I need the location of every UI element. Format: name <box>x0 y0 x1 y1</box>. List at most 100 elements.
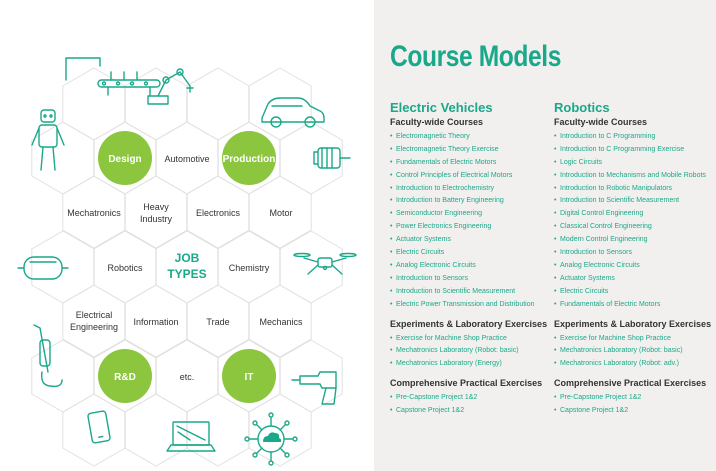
vacuum-cleaner-icon <box>33 324 63 388</box>
hex-cell <box>279 121 343 195</box>
course-item: Electric Circuits <box>554 287 714 296</box>
hex-cell <box>31 121 95 195</box>
course-item: Introduction to Sensors <box>554 248 714 257</box>
course-item: Actuator Systems <box>554 274 714 283</box>
ev-practical-heading: Comprehensive Practical Exercises <box>390 378 543 389</box>
it-circle <box>222 349 276 403</box>
course-item: Mechatronics Laboratory (Robot: basic) <box>390 346 550 355</box>
mechatronics-label: Mechatronics <box>67 208 121 218</box>
course-item: Electric Power Transmission and Distribu… <box>390 300 550 309</box>
course-item: Logic Circuits <box>554 158 714 167</box>
course-item: Capstone Project 1&2 <box>554 406 714 415</box>
laptop-icon <box>166 421 216 452</box>
course-item: Power Electronics Engineering <box>390 222 550 231</box>
heavy-industry-line2: Industry <box>140 214 173 224</box>
course-item: Control Principles of Electrical Motors <box>390 171 550 180</box>
hex-cell <box>31 230 95 304</box>
course-item: Pre-Capstone Project 1&2 <box>554 393 714 402</box>
hex-cell <box>248 67 312 141</box>
robotics-practical-heading: Comprehensive Practical Exercises <box>554 378 707 389</box>
course-item: Introduction to Scientific Measurement <box>554 196 714 205</box>
hex-cell <box>248 284 312 358</box>
course-item: Fundamentals of Electric Motors <box>390 158 550 167</box>
electric-vehicles-heading: Electric Vehicles <box>390 100 493 115</box>
electronics-label: Electronics <box>196 208 241 218</box>
robotics-practical-list: Pre-Capstone Project 1&2Capstone Project… <box>554 393 714 415</box>
course-item: Introduction to C Programming Exercise <box>554 145 714 154</box>
drone-icon <box>293 252 357 275</box>
ev-faculty-heading: Faculty-wide Courses <box>390 117 484 127</box>
production-label: Production <box>223 154 276 165</box>
humanoid-robot-icon <box>31 109 65 171</box>
course-item: Mechatronics Laboratory (Energy) <box>390 359 550 368</box>
course-item: Analog Electronic Circuits <box>554 261 714 270</box>
ev-faculty-list: Electromagnetic TheoryElectromagnetic Th… <box>390 132 550 309</box>
course-item: Pre-Capstone Project 1&2 <box>390 393 550 402</box>
it-label: IT <box>245 372 254 383</box>
conveyor-icon <box>65 57 161 96</box>
course-item: Exercise for Machine Shop Practice <box>390 334 550 343</box>
robotics-column: Robotics Faculty-wide Courses Introducti… <box>554 100 714 419</box>
hex-cell <box>248 393 312 467</box>
robotics-heading: Robotics <box>554 100 610 115</box>
course-item: Digital Control Engineering <box>554 209 714 218</box>
vr-headset-icon <box>17 256 69 280</box>
ev-lab-heading: Experiments & Laboratory Exercises <box>390 318 548 329</box>
course-item: Exercise for Machine Shop Practice <box>554 334 714 343</box>
chemistry-label: Chemistry <box>229 263 270 273</box>
electric-vehicles-column: Electric Vehicles Faculty-wide Courses E… <box>390 100 550 419</box>
course-item: Analog Electronic Circuits <box>390 261 550 270</box>
robot-arm-icon <box>147 68 194 105</box>
hex-cell <box>62 284 126 358</box>
robotics-lab-heading: Experiments & Laboratory Exercises <box>554 318 712 329</box>
production-circle <box>222 131 276 185</box>
mechanics-label: Mechanics <box>259 317 303 327</box>
car-icon <box>261 97 325 128</box>
hex-cell <box>62 67 126 141</box>
job-types-line1: JOB <box>175 251 200 265</box>
motor-icon <box>313 147 351 169</box>
course-item: Actuator Systems <box>390 235 550 244</box>
ev-lab-list: Exercise for Machine Shop PracticeMechat… <box>390 334 550 369</box>
information-label: Information <box>133 317 178 327</box>
robotics-faculty-heading: Faculty-wide Courses <box>554 117 648 127</box>
rnd-circle <box>98 349 152 403</box>
course-item: Introduction to Mechanisms and Mobile Ro… <box>554 171 714 180</box>
design-label: Design <box>108 154 141 165</box>
trade-label: Trade <box>206 317 229 327</box>
course-item: Semiconductor Engineering <box>390 209 550 218</box>
course-item: Introduction to Scientific Measurement <box>390 287 550 296</box>
course-item: Introduction to Robotic Manipulators <box>554 184 714 193</box>
hex-cell <box>248 175 312 249</box>
motor-label: Motor <box>269 208 292 218</box>
course-item: Capstone Project 1&2 <box>390 406 550 415</box>
course-item: Introduction to C Programming <box>554 132 714 141</box>
course-item: Modern Control Engineering <box>554 235 714 244</box>
hex-cell <box>62 393 126 467</box>
job-types-line2: TYPES <box>167 267 206 281</box>
cloud-network-icon <box>244 412 298 466</box>
course-item: Classical Control Engineering <box>554 222 714 231</box>
etc-label: etc. <box>180 372 195 382</box>
course-item: Fundamentals of Electric Motors <box>554 300 714 309</box>
job-types-panel: Design Automotive Production Mechatronic… <box>17 57 357 467</box>
heavy-industry-line1: Heavy <box>143 202 169 212</box>
course-item: Introduction to Sensors <box>390 274 550 283</box>
robotics-label: Robotics <box>107 263 143 273</box>
automotive-label: Automotive <box>164 154 209 164</box>
hex-cell <box>186 393 250 467</box>
course-item: Electromagnetic Theory <box>390 132 550 141</box>
page-title: Course Models <box>390 40 562 73</box>
course-item: Introduction to Battery Engineering <box>390 196 550 205</box>
course-models-panel: Course Models Electric Vehicles Faculty-… <box>374 0 716 471</box>
drill-icon <box>291 371 337 405</box>
robotics-faculty-list: Introduction to C ProgrammingIntroductio… <box>554 132 714 309</box>
course-item: Mechatronics Laboratory (Robot: basic) <box>554 346 714 355</box>
ev-practical-list: Pre-Capstone Project 1&2Capstone Project… <box>390 393 550 415</box>
rnd-label: R&D <box>114 372 136 383</box>
hex-cell <box>279 230 343 304</box>
hex-cell <box>186 67 250 141</box>
electrical-engineering-line1: Electrical <box>76 310 113 320</box>
smartphone-icon <box>87 410 111 444</box>
hex-cell <box>124 175 188 249</box>
